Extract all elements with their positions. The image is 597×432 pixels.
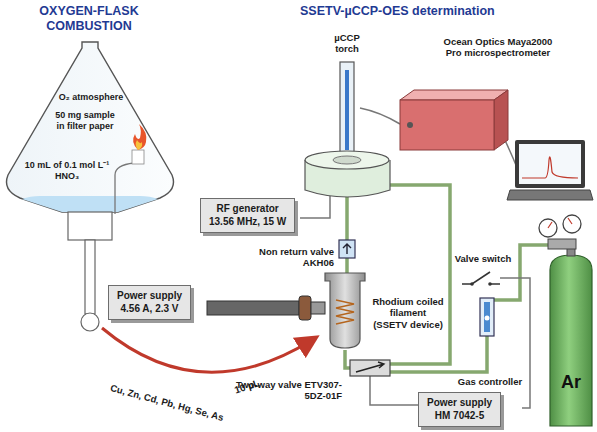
power-supply-box: Power supplyHM 7042-5 — [418, 392, 501, 427]
sample-label: 50 mg sample in filter paper — [50, 110, 120, 132]
box-title: Power supply — [427, 397, 492, 410]
gas-label: Ar — [552, 372, 590, 394]
ssetv-device — [207, 273, 365, 348]
spectrometer — [400, 90, 508, 150]
box-title: Power supply — [117, 290, 182, 303]
spectrometer-label: Ocean Optics Maya2000 Pro microspectrome… — [438, 36, 558, 59]
torch — [305, 62, 390, 197]
controller-label: Gas controller — [454, 376, 526, 387]
section-heading: SSETV-µCCP-OES determination — [300, 4, 560, 19]
non-return-valve — [339, 240, 355, 258]
rf-generator-box: RF generator13.56 MHz, 15 W — [200, 198, 295, 233]
two-way-valve — [350, 360, 390, 376]
switch-label: Valve switch — [448, 253, 518, 264]
flask-label: O₂ atmosphere — [55, 92, 127, 103]
transfer-arrow — [102, 328, 312, 372]
argon-cylinder — [539, 215, 592, 426]
valve-label: Two-way valve ETV307-5DZ-01F — [236, 379, 342, 402]
box-detail: 13.56 MHz, 15 W — [209, 216, 286, 229]
box-detail: HM 7042-5 — [427, 410, 492, 423]
box-detail: 4.56 A, 2.3 V — [117, 303, 182, 316]
power-supply-box: Power supply4.56 A, 2.3 V — [108, 285, 191, 320]
valve-switch — [462, 272, 500, 286]
torch-label: µCCP torch — [326, 32, 368, 55]
section-heading: OXYGEN-FLASK COMBUSTION — [3, 4, 175, 34]
filament-label: Rhodium coiled filament (SSETV device) — [372, 296, 444, 330]
laptop — [507, 140, 593, 200]
valve-label: Non return valve AKH06 — [236, 246, 334, 269]
box-title: RF generator — [209, 203, 286, 216]
flowmeter — [480, 298, 494, 336]
element-list: Cu, Zn, Cd, Pb, Hg, Se, As — [93, 378, 241, 428]
wires — [300, 108, 530, 408]
solution-label: 10 mL of 0.1 mol L⁻¹ HNO₃ — [22, 160, 112, 182]
